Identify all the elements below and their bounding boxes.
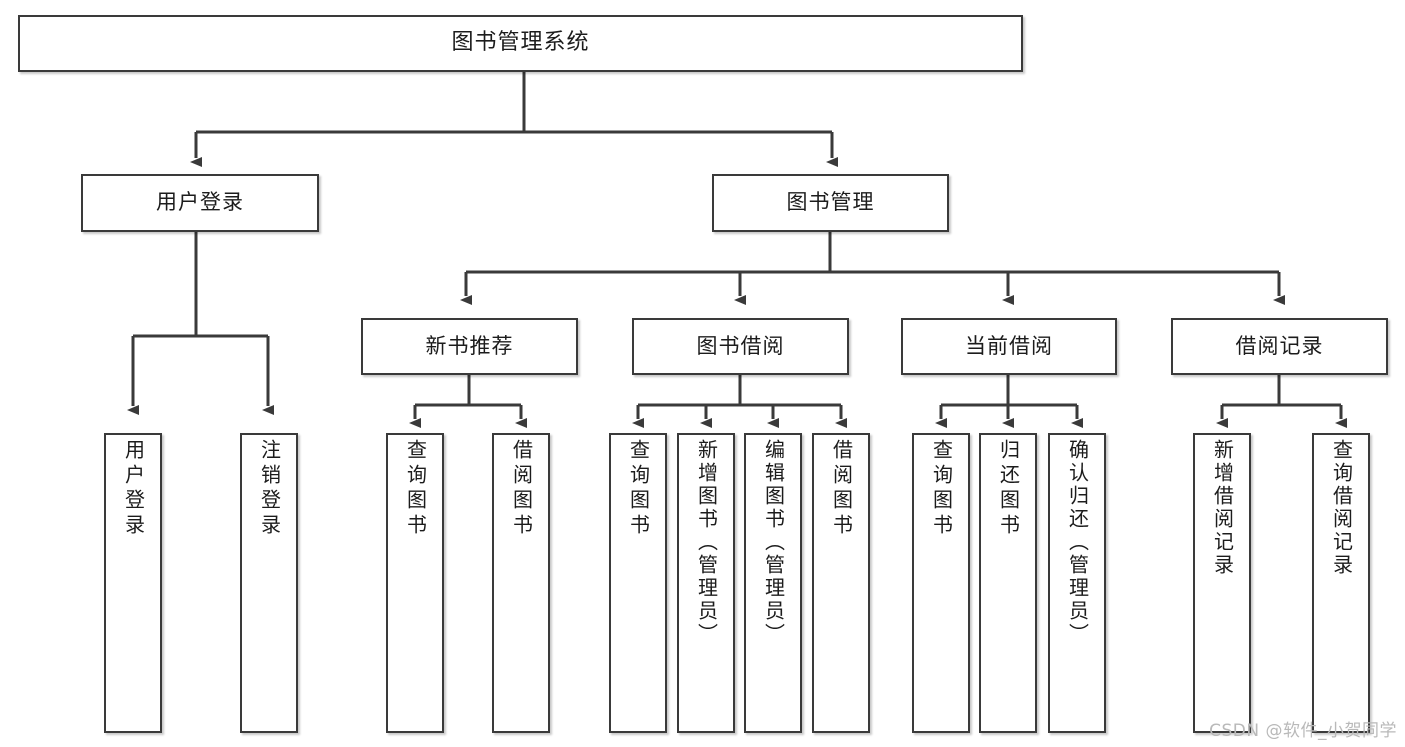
leaf-edit-book-admin-label: 编辑图书（管理员） bbox=[761, 439, 786, 646]
leaf-return-book[interactable]: 归还图书 bbox=[979, 433, 1037, 733]
leaf-recommend-query-book[interactable]: 查询图书 bbox=[386, 433, 444, 733]
node-borrow-record[interactable]: 借阅记录 bbox=[1171, 318, 1388, 375]
leaf-recommend-borrow-book[interactable]: 借阅图书 bbox=[492, 433, 550, 733]
leaf-current-query-book-label: 查询图书 bbox=[929, 439, 954, 539]
leaf-add-book-admin-label: 新增图书（管理员） bbox=[694, 439, 719, 646]
node-new-book-recommend-label: 新书推荐 bbox=[425, 333, 514, 358]
leaf-recommend-query-book-label: 查询图书 bbox=[403, 439, 428, 539]
leaf-query-borrow-record[interactable]: 查询借阅记录 bbox=[1312, 433, 1370, 733]
node-current-borrow[interactable]: 当前借阅 bbox=[901, 318, 1117, 375]
watermark: CSDN @软件_小贺同学 bbox=[1209, 721, 1397, 741]
leaf-logout[interactable]: 注销登录 bbox=[240, 433, 298, 733]
leaf-user-login[interactable]: 用户登录 bbox=[104, 433, 162, 733]
node-user-login[interactable]: 用户登录 bbox=[81, 174, 319, 232]
leaf-recommend-borrow-book-label: 借阅图书 bbox=[509, 439, 534, 539]
node-book-management-label: 图书管理 bbox=[786, 190, 875, 215]
leaf-add-borrow-record[interactable]: 新增借阅记录 bbox=[1193, 433, 1251, 733]
node-user-login-label: 用户登录 bbox=[156, 190, 244, 215]
leaf-borrow-book[interactable]: 借阅图书 bbox=[812, 433, 870, 733]
leaf-borrow-query-book-label: 查询图书 bbox=[626, 439, 651, 539]
leaf-logout-label: 注销登录 bbox=[257, 439, 282, 539]
node-borrow-record-label: 借阅记录 bbox=[1235, 333, 1324, 358]
leaf-query-borrow-record-label: 查询借阅记录 bbox=[1329, 439, 1354, 577]
leaf-borrow-query-book[interactable]: 查询图书 bbox=[609, 433, 667, 733]
leaf-confirm-return-admin[interactable]: 确认归还（管理员） bbox=[1048, 433, 1106, 733]
leaf-add-book-admin[interactable]: 新增图书（管理员） bbox=[677, 433, 735, 733]
node-book-management[interactable]: 图书管理 bbox=[712, 174, 949, 232]
leaf-edit-book-admin[interactable]: 编辑图书（管理员） bbox=[744, 433, 802, 733]
leaf-user-login-label: 用户登录 bbox=[121, 439, 146, 539]
node-new-book-recommend[interactable]: 新书推荐 bbox=[361, 318, 578, 375]
leaf-current-query-book[interactable]: 查询图书 bbox=[912, 433, 970, 733]
node-root-label: 图书管理系统 bbox=[451, 30, 590, 56]
node-book-borrow[interactable]: 图书借阅 bbox=[632, 318, 849, 375]
node-root[interactable]: 图书管理系统 bbox=[18, 15, 1023, 72]
node-book-borrow-label: 图书借阅 bbox=[696, 333, 785, 358]
leaf-return-book-label: 归还图书 bbox=[996, 439, 1021, 539]
leaf-add-borrow-record-label: 新增借阅记录 bbox=[1210, 439, 1235, 577]
leaf-borrow-book-label: 借阅图书 bbox=[829, 439, 854, 539]
node-current-borrow-label: 当前借阅 bbox=[965, 333, 1053, 358]
leaf-confirm-return-admin-label: 确认归还（管理员） bbox=[1065, 439, 1090, 646]
